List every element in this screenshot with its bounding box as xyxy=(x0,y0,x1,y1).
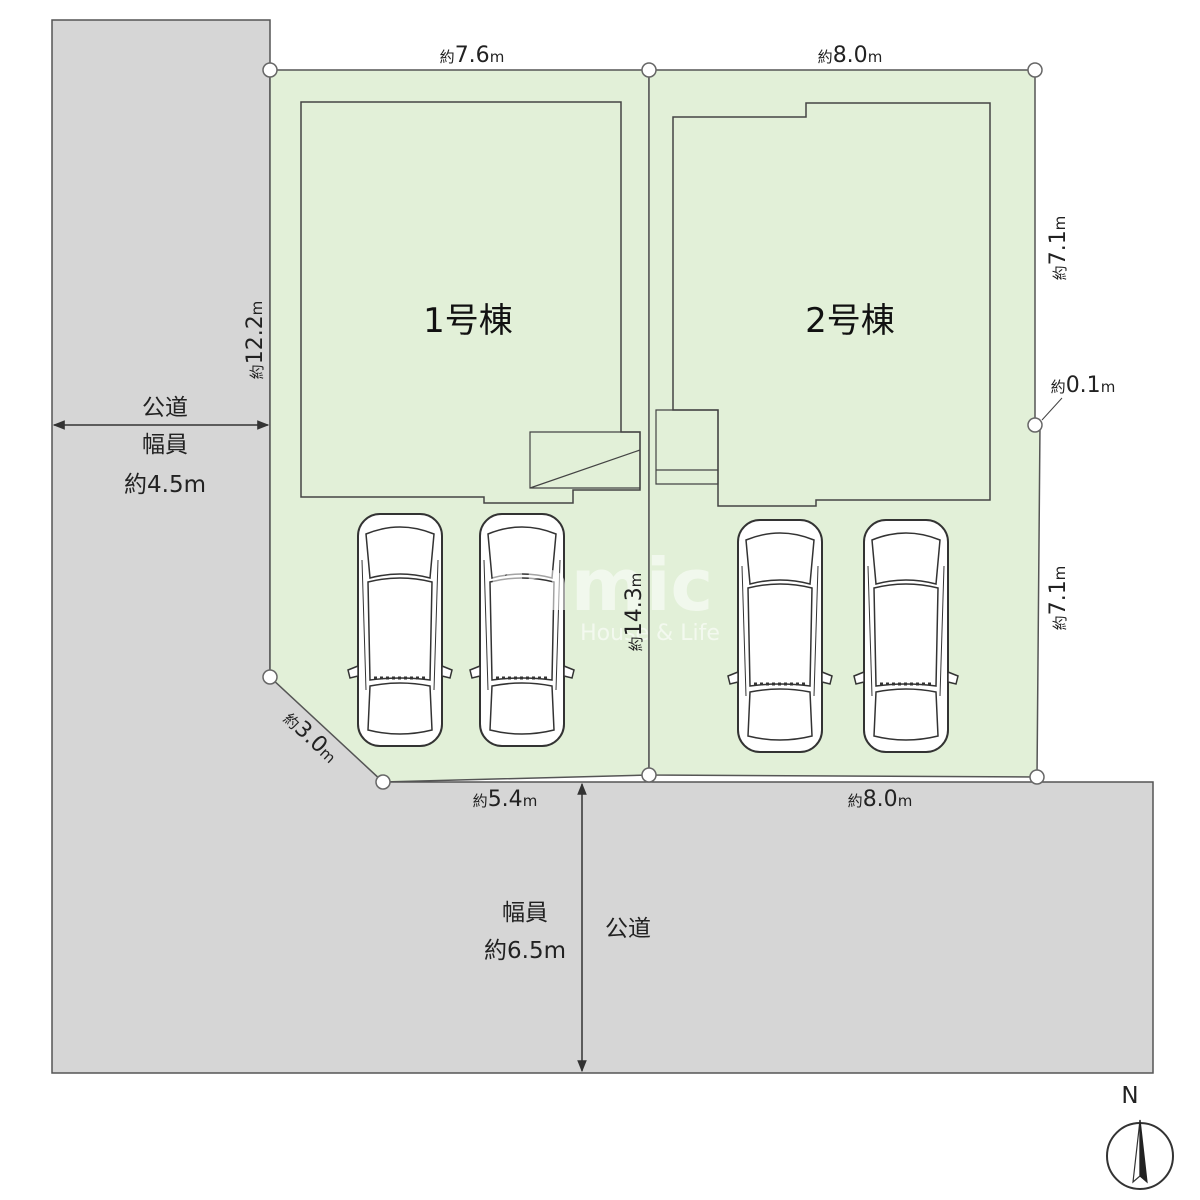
watermark-subtitle: House & Life xyxy=(580,621,720,646)
dimension-east-offset: 約0.1m xyxy=(1051,373,1116,398)
watermark-logo: ramic xyxy=(487,543,713,627)
building-1-outline xyxy=(300,101,641,504)
west-road-name: 公道 xyxy=(142,395,188,421)
dimension-east-lower: 約7.1m xyxy=(1046,566,1071,631)
car-icon xyxy=(726,518,834,754)
lot-1 xyxy=(269,69,650,783)
dimension-divider: 約14.3m xyxy=(622,573,647,652)
dimension-lot1-south: 約5.4m xyxy=(473,787,538,812)
west-road-width-value: 約4.5m xyxy=(124,472,206,498)
north-arrow-icon: N xyxy=(1106,1083,1174,1190)
car-icon xyxy=(346,512,454,748)
building-2-porch xyxy=(655,409,719,485)
lot-2 xyxy=(648,69,1041,778)
dimension-lot1-north: 約7.6m xyxy=(440,43,505,68)
survey-points xyxy=(262,62,1045,790)
building-1-porch xyxy=(529,431,641,489)
dimension-lot1-west: 約12.2m xyxy=(243,301,268,380)
building-1-label: 1号棟 xyxy=(423,301,513,341)
north-label: N xyxy=(1121,1083,1138,1109)
leader-line xyxy=(1041,397,1063,421)
building-2-label: 2号棟 xyxy=(805,301,895,341)
south-road-name: 公道 xyxy=(605,916,651,942)
south-road-width-value: 約6.5m xyxy=(484,938,566,964)
dimension-lot2-north: 約8.0m xyxy=(818,43,883,68)
dimension-lot2-south: 約8.0m xyxy=(848,787,913,812)
south-road-width-label: 幅員 xyxy=(502,900,548,926)
west-road-width-label: 幅員 xyxy=(142,432,188,458)
dimension-east-upper: 約7.1m xyxy=(1046,216,1071,281)
car-icon xyxy=(852,518,960,754)
